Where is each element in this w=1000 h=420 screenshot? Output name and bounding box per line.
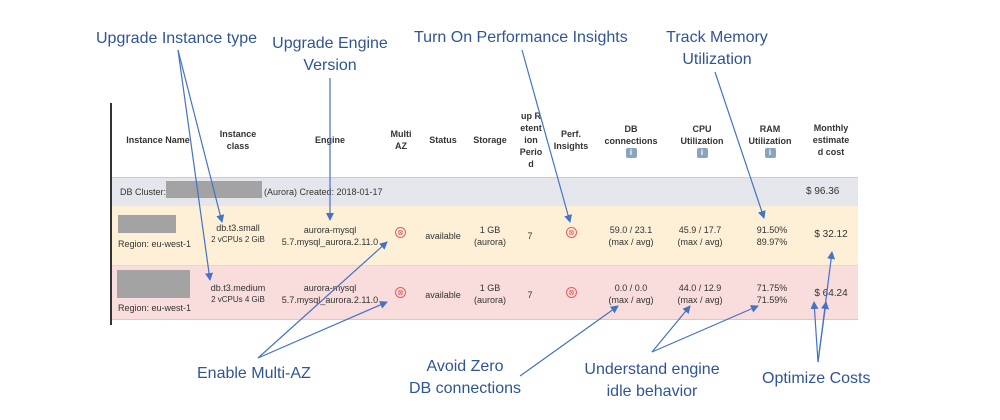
cpu-utilization: 45.9 / 17.7 (max / avg) [677, 225, 723, 247]
instance-region: Region: eu-west-1 [118, 239, 192, 249]
callout-optimize-costs: Optimize Costs [762, 370, 871, 387]
storage: 1 GB (aurora) [473, 225, 506, 247]
instance-class: db.t3.medium 2 vCPUs 4 GiB [210, 283, 266, 304]
storage: 1 GB (aurora) [473, 283, 506, 305]
header-monthly-cost[interactable]: Monthly estimate d cost [812, 123, 850, 157]
callout-enable-multi-az: Enable Multi-AZ [197, 365, 311, 382]
perf-insights-disabled-icon: ⊗ [566, 227, 577, 238]
header-backup-retention[interactable]: up R etent ion Perio d [519, 111, 543, 169]
arrow-instance-type-2 [177, 49, 213, 281]
backup-retention: 7 [527, 290, 533, 300]
db-connections: 59.0 / 23.1 (max / avg) [608, 225, 654, 247]
backup-retention: 7 [527, 231, 533, 241]
info-icon[interactable]: i [696, 147, 708, 158]
multi-az-disabled-icon: ⊗ [395, 227, 406, 238]
cluster-prefix: DB Cluster: [120, 187, 167, 197]
arrow-multi-az-2 [257, 301, 388, 359]
status: available [425, 231, 461, 241]
arrow-avoid-zero [519, 305, 619, 377]
perf-insights-disabled-icon: ⊗ [566, 287, 577, 298]
arrow-track-memory [714, 71, 766, 219]
engine-version: aurora-mysql 5.7.mysql_aurora.2.11.0 [281, 225, 379, 247]
header-perf-insights[interactable]: Perf. Insights [553, 129, 589, 151]
callout-turn-on-perf-insights: Turn On Performance Insights [414, 29, 628, 46]
cluster-cost: $ 96.36 [806, 186, 840, 197]
header-storage[interactable]: Storage [473, 135, 507, 145]
callout-upgrade-engine-version: Upgrade Engine Version [272, 35, 388, 74]
arrow-instance-type-1 [177, 49, 225, 223]
redacted-instance-name [117, 270, 190, 298]
arrow-cost-3 [817, 301, 830, 363]
engine-version: aurora-mysql 5.7.mysql_aurora.2.11.0 [281, 283, 379, 305]
table-row[interactable] [112, 266, 858, 320]
callout-upgrade-instance-type: Upgrade Instance type [96, 30, 257, 47]
arrow-idle-ram [651, 305, 759, 353]
table-row[interactable] [112, 206, 858, 266]
monthly-cost: $ 32.12 [814, 229, 848, 240]
ram-utilization: 71.75% 71.59% [756, 283, 788, 305]
multi-az-disabled-icon: ⊗ [395, 287, 406, 298]
cpu-utilization: 44.0 / 12.9 (max / avg) [677, 283, 723, 305]
db-connections: 0.0 / 0.0 (max / avg) [608, 283, 654, 305]
monthly-cost: $ 64.24 [814, 288, 848, 299]
arrow-multi-az-1 [257, 241, 388, 359]
header-instance-class[interactable]: Instance class [219, 129, 257, 151]
header-multi-az[interactable]: Multi AZ [390, 129, 412, 151]
header-cpu-utilization[interactable]: CPU Utilization i [680, 123, 724, 158]
cluster-suffix: (Aurora) Created: 2018-01-17 [264, 187, 383, 197]
ram-utilization: 91.50% 89.97% [756, 225, 788, 247]
header-db-connections[interactable]: DB connections i [604, 123, 658, 158]
info-icon[interactable]: i [764, 147, 776, 158]
callout-track-memory: Track Memory Utilization [666, 29, 768, 68]
status: available [425, 290, 461, 300]
arrow-cost-2 [810, 301, 819, 363]
header-ram-utilization[interactable]: RAM Utilization i [748, 123, 792, 158]
instance-class: db.t3.small 2 vCPUs 2 GiB [211, 223, 265, 244]
callout-understand-idle: Understand engine idle behavior [584, 361, 720, 400]
info-icon[interactable]: i [625, 147, 637, 158]
arrow-perf-insights [521, 49, 572, 223]
instance-region: Region: eu-west-1 [118, 303, 192, 313]
redacted-instance-name [118, 215, 176, 233]
header-instance-name[interactable]: Instance Name [126, 135, 190, 145]
header-status[interactable]: Status [429, 135, 457, 145]
callout-avoid-zero-connections: Avoid Zero DB connections [408, 358, 522, 397]
table-left-border [110, 103, 112, 325]
arrow-idle-cpu [651, 305, 691, 353]
